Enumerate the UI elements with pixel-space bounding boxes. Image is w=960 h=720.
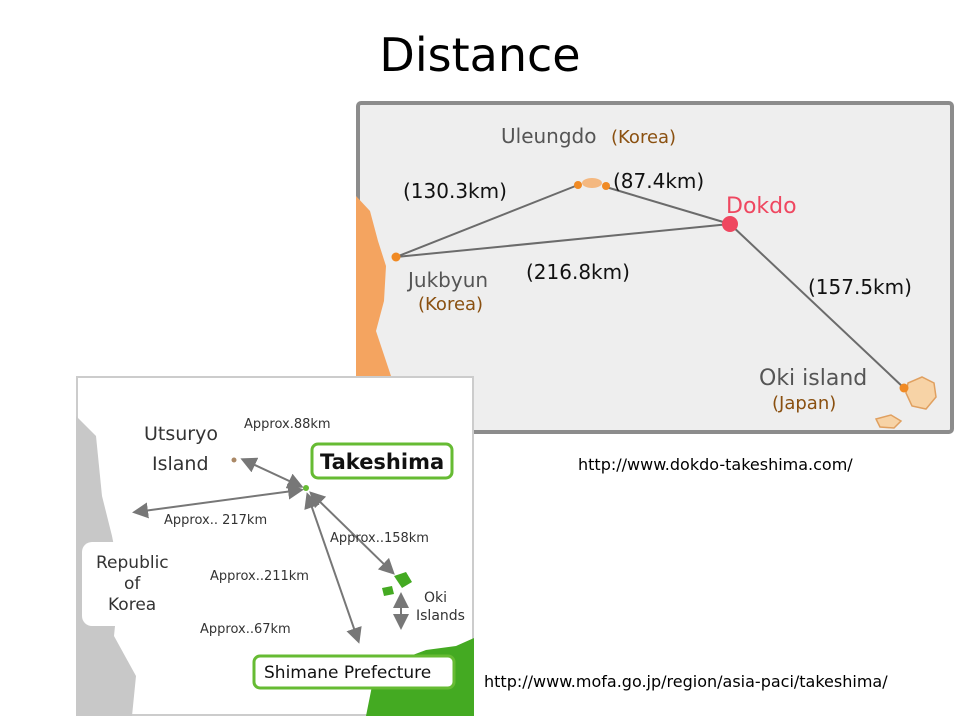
shimane-label: Shimane Prefecture xyxy=(264,663,431,683)
oki-islands-shapes xyxy=(382,572,412,596)
korea-coastline xyxy=(356,196,396,432)
takeshima-box xyxy=(310,442,454,480)
shimane-box xyxy=(252,654,456,690)
route-ulleungdo-dokdo xyxy=(605,186,731,225)
jukbyun-point xyxy=(391,252,401,262)
dokdo-point xyxy=(722,216,738,232)
takeshima-label: Takeshima xyxy=(320,450,444,474)
korea-label-line2: of xyxy=(124,574,141,594)
slide-title: Distance xyxy=(379,28,581,82)
dokdo-label: Dokdo xyxy=(726,194,797,219)
arrow-korea-takeshima xyxy=(132,483,304,519)
oki-label-line2: Islands xyxy=(416,608,465,624)
arrow-takeshima-shimane xyxy=(304,492,362,644)
source-url-mofa[interactable]: http://www.mofa.go.jp/region/asia-paci/t… xyxy=(484,672,888,691)
route-jukbyun-dokdo xyxy=(395,223,731,258)
source-url-dokdo-takeshima[interactable]: http://www.dokdo-takeshima.com/ xyxy=(578,455,853,474)
route-jukbyun-ulleungdo xyxy=(395,184,579,258)
takeshima-distance-map: Utsuryo Island Approx.88km Takeshima App… xyxy=(76,376,474,716)
dist-ulleungdo-dokdo: (87.4km) xyxy=(613,169,704,193)
oki-country-label: (Japan) xyxy=(772,393,836,414)
arrow-utsuryo-takeshima xyxy=(240,457,304,489)
dist-67-label: Approx..67km xyxy=(200,622,291,637)
utsuryo-label-line1: Utsuryo xyxy=(144,423,218,445)
oki-label: Oki island xyxy=(759,366,867,391)
dist-211-label: Approx..211km xyxy=(210,569,309,584)
dist-217-label: Approx.. 217km xyxy=(164,513,267,528)
utsuryo-point xyxy=(231,457,237,463)
ulleungdo-island xyxy=(574,178,610,190)
korea-label-line1: Republic xyxy=(96,553,169,573)
korea-label-line3: Korea xyxy=(108,595,156,615)
dist-88-label: Approx.88km xyxy=(244,417,331,432)
dist-dokdo-oki: (157.5km) xyxy=(808,275,912,299)
route-dokdo-oki xyxy=(729,223,905,389)
jukbyun-country-label: (Korea) xyxy=(418,294,483,315)
korea-box xyxy=(82,542,186,626)
utsuryo-label-line2: Island xyxy=(152,453,209,475)
oki-label-line1: Oki xyxy=(424,590,447,606)
ulleungdo-label: Uleungdo xyxy=(501,124,596,148)
takeshima-point xyxy=(303,485,309,491)
ulleungdo-country-label: (Korea) xyxy=(611,127,676,148)
jukbyun-label: Jukbyun xyxy=(406,268,488,292)
oki-island xyxy=(874,376,937,429)
dist-jukbyun-ulleungdo: (130.3km) xyxy=(403,179,507,203)
dokdo-distance-map: Uleungdo (Korea) (130.3km) (87.4km) Dokd… xyxy=(356,101,954,434)
dist-158-label: Approx..158km xyxy=(330,531,429,546)
dist-jukbyun-dokdo: (216.8km) xyxy=(526,260,630,284)
